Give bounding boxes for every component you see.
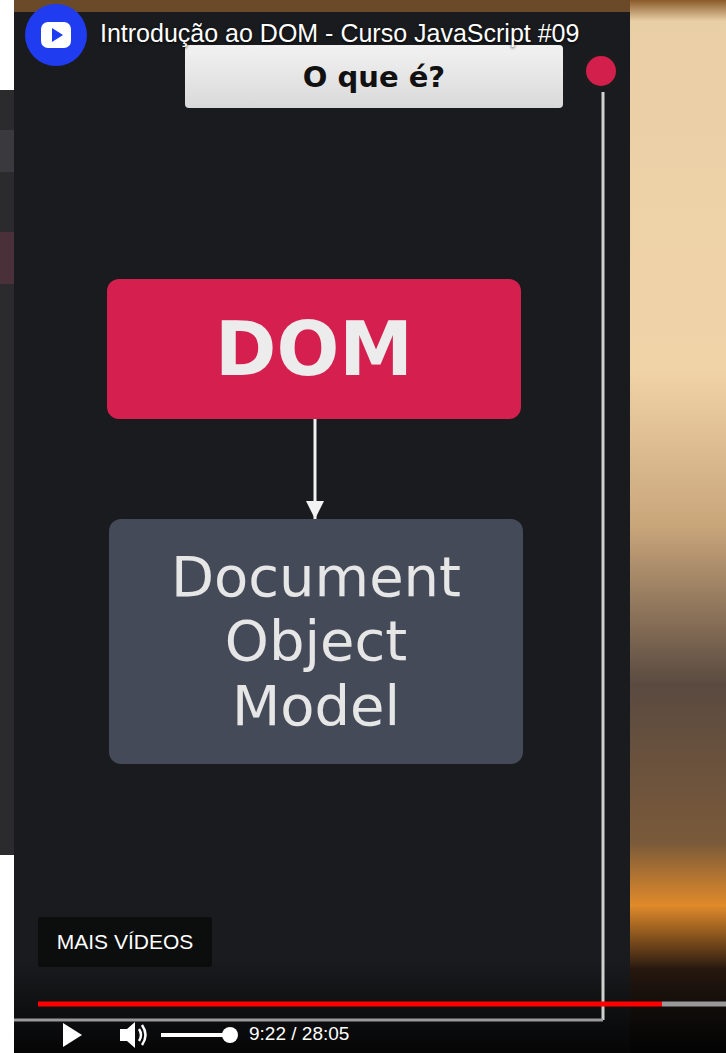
heading-box: O que é? bbox=[185, 45, 563, 108]
frame-line bbox=[602, 92, 605, 1020]
volume-knob bbox=[222, 1027, 238, 1043]
progress-played bbox=[38, 1002, 662, 1007]
volume-waves bbox=[139, 1025, 146, 1045]
acronym-box: DOM bbox=[107, 279, 521, 419]
node-text: MAIS VÍDEOS bbox=[57, 930, 194, 954]
time-display: 9:22 / 28:05 bbox=[249, 1023, 349, 1045]
frame-line bbox=[14, 1019, 603, 1022]
video-title: Introdução ao DOM - Curso JavaScript #09 bbox=[100, 19, 579, 48]
channel-icon bbox=[25, 4, 87, 66]
volume-icon bbox=[120, 1022, 135, 1048]
volume-slider bbox=[161, 1033, 230, 1037]
node-text: Document Object Model bbox=[146, 545, 486, 738]
meaning-box: Document Object Model bbox=[109, 519, 523, 764]
more-videos-button: MAIS VÍDEOS bbox=[38, 917, 212, 967]
page-strip bbox=[0, 0, 14, 90]
progress-rest bbox=[662, 1002, 726, 1007]
play-icon bbox=[63, 1023, 82, 1047]
side-panel-tab bbox=[0, 130, 14, 172]
side-panel bbox=[0, 90, 14, 855]
node-text: O que é? bbox=[303, 60, 445, 94]
channel-icon-frame bbox=[41, 22, 71, 48]
background-photo bbox=[630, 0, 726, 1053]
connector-arrow bbox=[314, 419, 317, 519]
record-dot-ring bbox=[582, 52, 620, 90]
node-text: DOM bbox=[215, 306, 413, 392]
channel-icon-play bbox=[52, 28, 63, 42]
side-panel-row bbox=[0, 232, 14, 284]
video-top-strip bbox=[14, 0, 630, 12]
record-dot bbox=[586, 56, 616, 86]
controls-shade bbox=[14, 960, 726, 1053]
video-ground bbox=[14, 0, 630, 1053]
